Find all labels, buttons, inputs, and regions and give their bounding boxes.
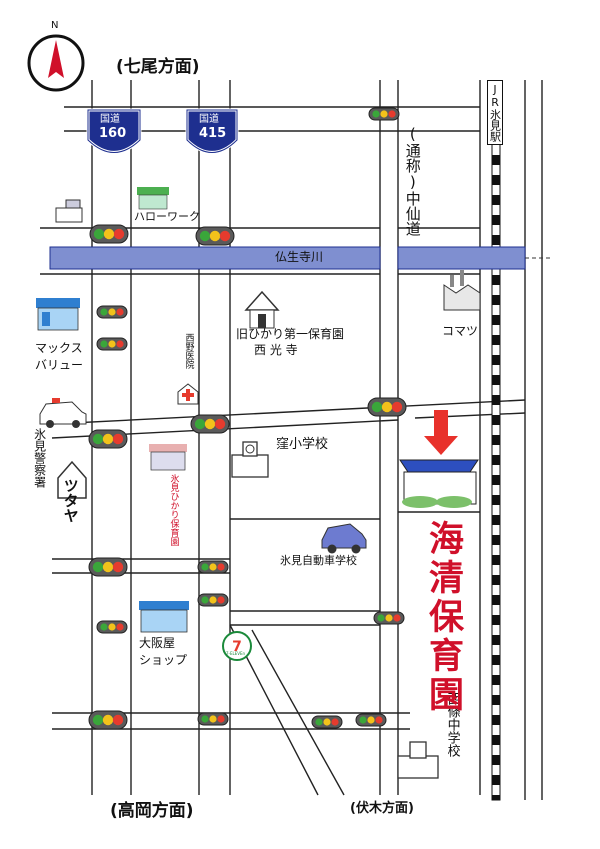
destination-title: 海清保育園 [423, 520, 463, 715]
saikoji-label: 西 光 寺 [254, 343, 298, 357]
komatsu-factory-icon [443, 270, 481, 311]
police-box-icon [55, 199, 83, 223]
hello-work-icon [137, 187, 169, 210]
svg-text:7: 7 [232, 639, 242, 655]
old-nursery-label: 旧ひかり第一保育園 [236, 327, 345, 341]
destination-building-icon [399, 459, 479, 508]
komatsu-label: コマツ [442, 324, 479, 338]
rail-line [491, 134, 501, 801]
direction-south-right: (伏木方面) [350, 801, 414, 816]
max-value-label-1: マックス [35, 341, 83, 355]
route-415-label: 国道 [199, 114, 219, 125]
kubo-school-label: 窪小学校 [276, 437, 329, 452]
hospital-label: 西野医院 [183, 333, 194, 369]
route-160-label: 国道 [100, 114, 120, 125]
max-value-store-icon [36, 298, 80, 331]
police-car-icon [39, 398, 87, 428]
route-160-number: 160 [99, 126, 127, 141]
station-label: JR氷見駅 [487, 80, 503, 145]
hikari-nursery-icon [149, 444, 187, 471]
street-label: (通称)中仙道 [403, 125, 422, 236]
route-415-number: 415 [199, 126, 227, 141]
max-value-label-2: バリュー [35, 358, 84, 372]
destination-arrow-icon [424, 410, 458, 455]
seven-eleven-text: 7-ELEVEn [226, 651, 246, 656]
driving-school-car-icon [321, 523, 367, 554]
osakaya-shop-icon [139, 601, 189, 633]
seijo-school-icon [397, 741, 439, 779]
route-160-shield-icon [86, 108, 142, 154]
osakaya-label-1: 大阪屋 [139, 636, 176, 650]
temple-icon [244, 290, 280, 329]
seijo-label: 西條中学校 [444, 692, 460, 757]
hello-work-label: ハローワーク [134, 210, 200, 223]
route-415-shield-icon [185, 108, 239, 154]
hospital-icon [177, 383, 199, 405]
tsutaya-label: ツタヤ [61, 478, 80, 523]
driving-school-label: 氷見自動車学校 [280, 554, 357, 567]
river-label: 仏生寺川 [275, 250, 324, 264]
river [49, 246, 550, 270]
direction-south-left: (高岡方面) [110, 801, 194, 821]
tsutaya-icon [57, 460, 87, 499]
compass-n-label: N [51, 20, 59, 31]
compass-icon [27, 34, 85, 92]
kubo-school-icon [231, 441, 269, 478]
police-label: 氷見警察署 [32, 428, 47, 488]
seven-eleven-logo-icon: 7 [222, 631, 252, 661]
direction-north: (七尾方面) [116, 57, 200, 77]
osakaya-label-2: ショップ [139, 653, 188, 667]
hikari-label: 氷見ひかり保育園 [168, 474, 179, 546]
